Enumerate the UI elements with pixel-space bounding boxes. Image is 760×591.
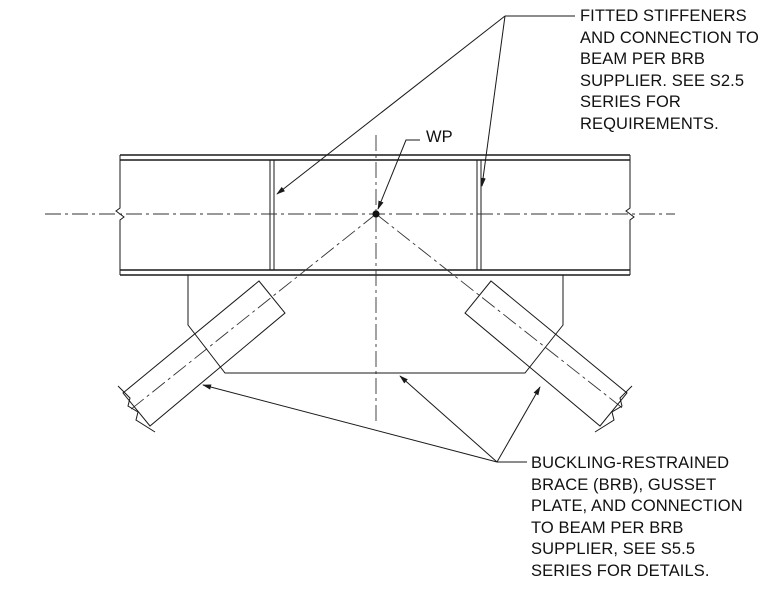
stiffener-left	[269, 159, 275, 271]
stiffener-note: FITTED STIFFENERS AND CONNECTION TO BEAM…	[580, 6, 759, 135]
stiffener-note-line: SUPPLIER. SEE S2.5	[580, 71, 745, 90]
brace-left-break	[117, 385, 156, 433]
centerlines	[45, 135, 675, 425]
stiffener-note-line: SERIES FOR	[580, 93, 681, 111]
brace-left-body	[122, 280, 286, 427]
brb-note-line: BRACE (BRB), GUSSET	[531, 475, 717, 494]
brace-left	[117, 280, 286, 433]
wp-leader	[377, 139, 420, 210]
brace-centerline-left	[129, 213, 377, 411]
stiffeners	[269, 159, 482, 271]
brb-leader-to-gusset	[399, 375, 498, 463]
beam	[115, 154, 635, 276]
work-point-dot	[372, 210, 380, 218]
gusset-plate	[187, 275, 564, 374]
brb-note-line: BUCKLING-RESTRAINED	[531, 454, 730, 472]
brb-note-line: SERIES FOR DETAILS.	[531, 561, 710, 580]
beam-left-break-line	[115, 155, 125, 275]
brb-note-line: TO BEAM PER BRB	[531, 518, 684, 537]
stiffener-note-line: AND CONNECTION TO	[580, 28, 759, 47]
brace-right-break	[594, 385, 633, 433]
stiffener-leader-left	[276, 15, 506, 195]
brace-centerline-right	[375, 213, 626, 411]
stiffener-right	[476, 159, 482, 271]
brace-right-body	[464, 280, 628, 427]
beam-right-break-line	[625, 155, 635, 275]
leaders	[202, 15, 575, 463]
work-point-label: WP	[426, 128, 453, 146]
stiffener-leader-right	[480, 15, 506, 187]
stiffener-note-line: FITTED STIFFENERS	[580, 7, 747, 25]
brb-note-line: PLATE, AND CONNECTION	[531, 497, 743, 515]
brace-right	[464, 280, 633, 433]
stiffener-note-line: REQUIREMENTS.	[580, 114, 719, 133]
brb-leader-to-left-brace	[202, 384, 498, 463]
brb-leader-to-right-brace	[496, 386, 541, 463]
brb-note: BUCKLING-RESTRAINED BRACE (BRB), GUSSET …	[531, 453, 743, 582]
stiffener-note-line: BEAM PER BRB	[580, 50, 705, 68]
brb-note-line: SUPPLIER, SEE S5.5	[531, 540, 696, 558]
